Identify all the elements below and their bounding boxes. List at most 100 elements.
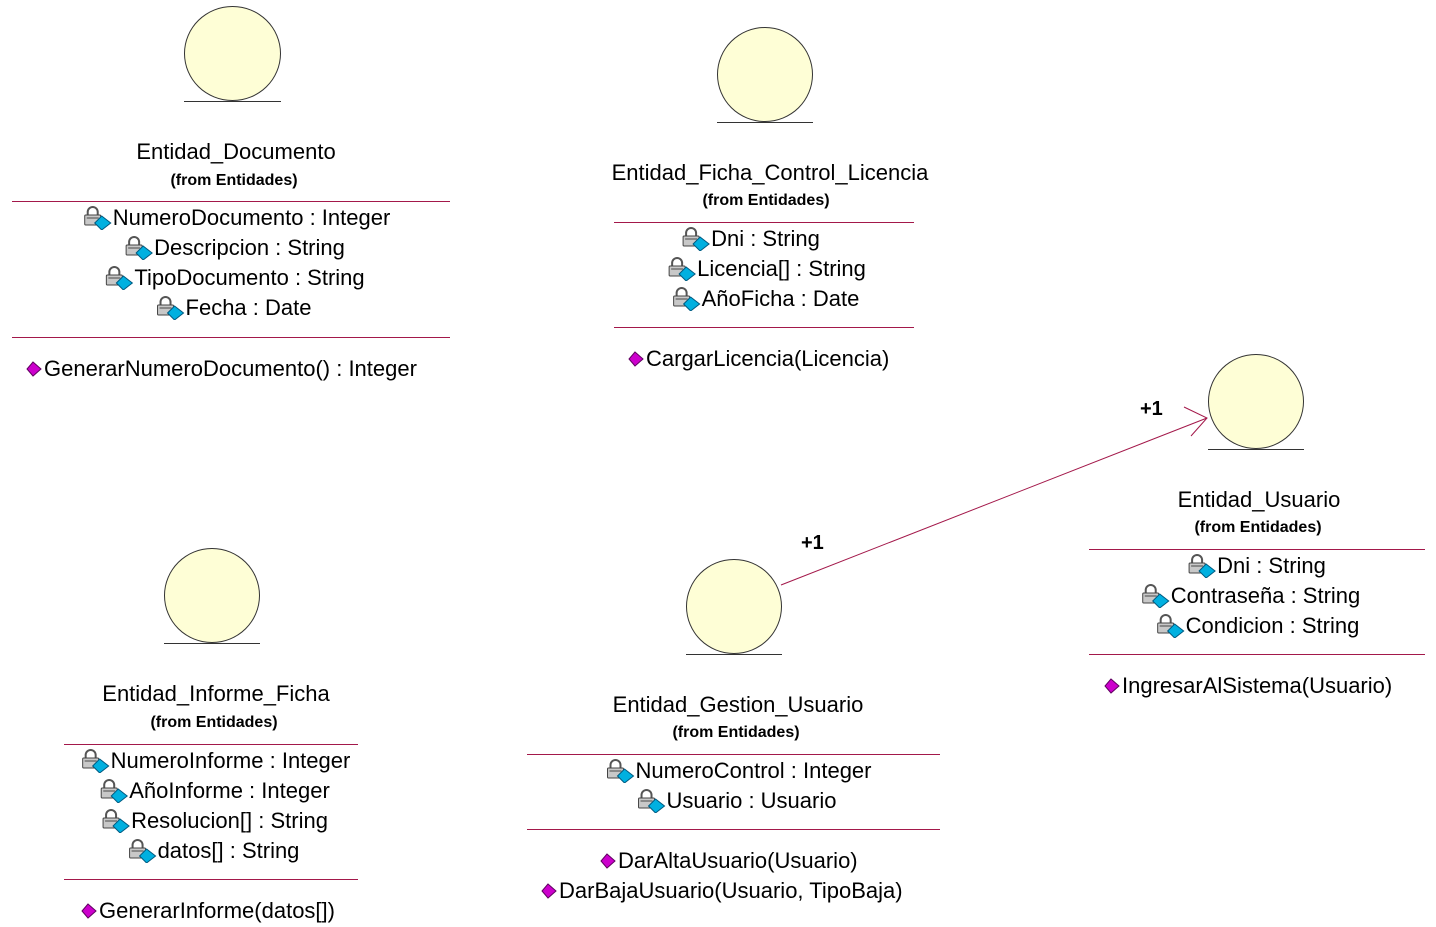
entity-icon <box>184 6 281 101</box>
lock-icon <box>607 759 635 783</box>
operation-label: DarBajaUsuario(Usuario, TipoBaja) <box>559 878 903 903</box>
entity-icon-baseline <box>164 643 260 644</box>
attribute[interactable]: Usuario : Usuario <box>638 788 837 814</box>
entity-icon <box>164 548 260 643</box>
operation[interactable]: CargarLicencia(Licencia) <box>628 346 889 372</box>
lock-icon <box>84 206 112 230</box>
entity-icon-baseline <box>686 654 782 655</box>
attribute-label: Dni : String <box>1217 553 1326 578</box>
lock-icon <box>125 236 153 260</box>
lock-icon <box>100 779 128 803</box>
lock-icon <box>105 266 133 290</box>
lock-icon <box>157 296 185 320</box>
attribute[interactable]: Descripcion : String <box>125 235 345 261</box>
lock-icon <box>668 257 696 281</box>
association-source-multiplicity: +1 <box>801 532 824 554</box>
entity-icon-baseline <box>1208 449 1304 450</box>
attributes-separator <box>64 744 358 745</box>
attributes-separator <box>614 222 914 223</box>
attribute[interactable]: Licencia[] : String <box>668 256 866 282</box>
operation-icon <box>600 853 616 869</box>
attribute[interactable]: Fecha : Date <box>157 295 312 321</box>
attribute[interactable]: Dni : String <box>682 226 820 252</box>
operation-label: GenerarNumeroDocumento() : Integer <box>44 356 417 381</box>
association-line[interactable] <box>780 417 1208 586</box>
operations-separator <box>1089 654 1425 655</box>
attribute[interactable]: NumeroInforme : Integer <box>82 748 351 774</box>
attribute-label: Dni : String <box>711 226 820 251</box>
operation-icon <box>541 883 557 899</box>
lock-icon <box>673 287 701 311</box>
entity-icon <box>1208 354 1304 449</box>
attribute[interactable]: Resolucion[] : String <box>102 808 328 834</box>
attribute-label: Licencia[] : String <box>697 256 866 281</box>
operations-separator <box>527 829 940 830</box>
entity-package: (from Entidades) <box>1194 519 1322 536</box>
attribute-label: AñoFicha : Date <box>701 286 860 311</box>
operation-label: IngresarAlSistema(Usuario) <box>1122 673 1393 698</box>
entity-package: (from Entidades) <box>150 714 278 731</box>
attribute[interactable]: Condicion : String <box>1157 613 1360 639</box>
attribute[interactable]: TipoDocumento : String <box>105 265 365 291</box>
operation[interactable]: GenerarInforme(datos[]) <box>81 898 335 924</box>
lock-icon <box>102 809 130 833</box>
operation-label: GenerarInforme(datos[]) <box>99 898 335 923</box>
operations-separator <box>614 327 914 328</box>
operation[interactable]: IngresarAlSistema(Usuario) <box>1104 673 1392 699</box>
attribute-label: datos[] : String <box>157 838 300 863</box>
entity-icon <box>686 559 782 654</box>
attribute-label: Contraseña : String <box>1170 583 1361 608</box>
attribute-label: NumeroInforme : Integer <box>110 748 351 773</box>
entity-icon-baseline <box>717 122 813 123</box>
operation-icon <box>81 903 97 919</box>
entity-icon-baseline <box>184 101 281 102</box>
attribute-label: Resolucion[] : String <box>131 808 328 833</box>
lock-icon <box>82 749 110 773</box>
lock-icon <box>638 789 666 813</box>
entity-title: Entidad_Gestion_Usuario <box>612 692 864 717</box>
lock-icon <box>682 227 710 251</box>
attributes-separator <box>12 201 450 202</box>
attribute[interactable]: Dni : String <box>1188 553 1326 579</box>
attribute[interactable]: AñoFicha : Date <box>673 286 860 312</box>
operation-icon <box>628 351 644 367</box>
entity-package: (from Entidades) <box>702 192 830 209</box>
attribute[interactable]: NumeroControl : Integer <box>607 758 872 784</box>
association-target-multiplicity: +1 <box>1140 398 1163 420</box>
lock-icon <box>1142 584 1170 608</box>
attribute-label: Descripcion : String <box>154 235 345 260</box>
attribute-label: TipoDocumento : String <box>134 265 365 290</box>
operations-separator <box>64 879 358 880</box>
operation-icon <box>26 361 42 377</box>
entity-package: (from Entidades) <box>170 172 298 189</box>
attribute-label: Usuario : Usuario <box>666 788 837 813</box>
operation[interactable]: DarAltaUsuario(Usuario) <box>600 848 858 874</box>
entity-title: Entidad_Usuario <box>1177 487 1341 512</box>
entity-package: (from Entidades) <box>672 724 800 741</box>
attribute-label: Fecha : Date <box>185 295 312 320</box>
attribute-label: Condicion : String <box>1185 613 1360 638</box>
operation-label: DarAltaUsuario(Usuario) <box>618 848 858 873</box>
operation[interactable]: DarBajaUsuario(Usuario, TipoBaja) <box>541 878 903 904</box>
attribute[interactable]: datos[] : String <box>129 838 300 864</box>
attribute[interactable]: NumeroDocumento : Integer <box>84 205 391 231</box>
operation-label: CargarLicencia(Licencia) <box>646 346 890 371</box>
operation[interactable]: GenerarNumeroDocumento() : Integer <box>26 356 417 382</box>
entity-title: Entidad_Informe_Ficha <box>102 681 330 706</box>
attributes-separator <box>527 754 940 755</box>
attribute-label: NumeroDocumento : Integer <box>112 205 391 230</box>
attribute[interactable]: Contraseña : String <box>1142 583 1361 609</box>
attribute[interactable]: AñoInforme : Integer <box>100 778 330 804</box>
lock-icon <box>1157 614 1185 638</box>
lock-icon <box>1188 554 1216 578</box>
attribute-label: AñoInforme : Integer <box>129 778 330 803</box>
attribute-label: NumeroControl : Integer <box>635 758 872 783</box>
attributes-separator <box>1089 549 1425 550</box>
operations-separator <box>12 337 450 338</box>
entity-icon <box>717 27 813 122</box>
association-arrowhead <box>1183 406 1208 437</box>
entity-title: Entidad_Ficha_Control_Licencia <box>611 160 929 185</box>
lock-icon <box>129 839 157 863</box>
